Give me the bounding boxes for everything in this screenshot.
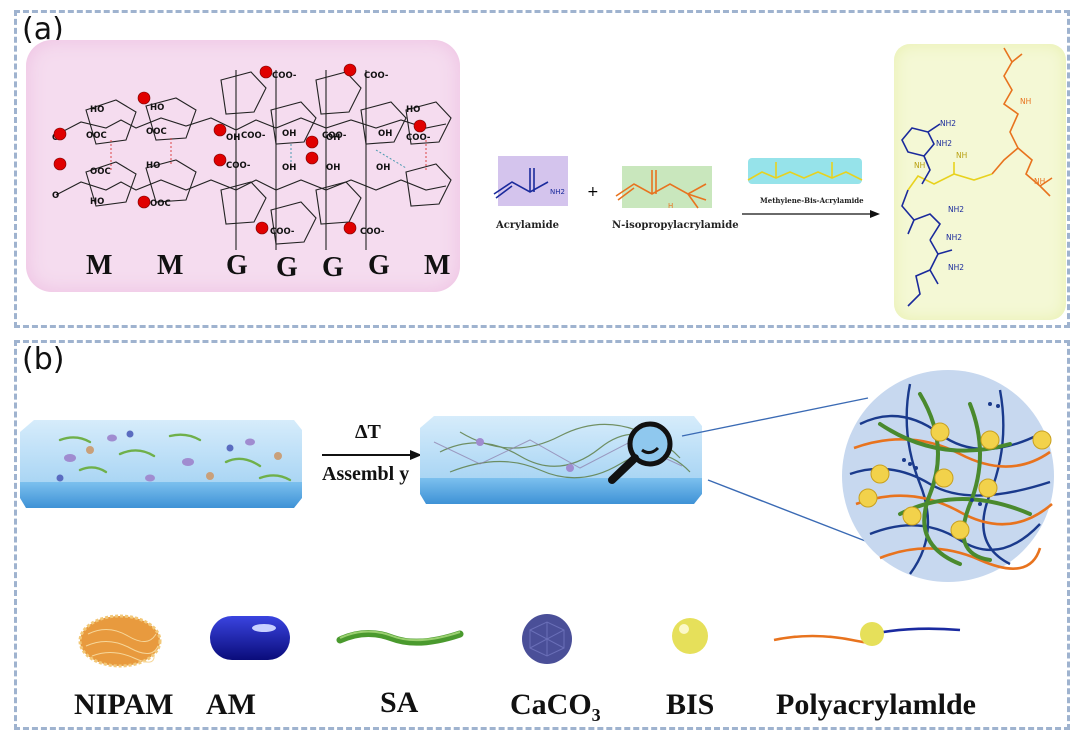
- arrow-assembly-label: Assembl y: [322, 463, 410, 485]
- seq-letter-5: G: [322, 252, 344, 283]
- magnifier-icon: [600, 418, 680, 488]
- seq-letter-7: M: [424, 250, 451, 281]
- svg-text:OOC: OOC: [90, 167, 111, 177]
- legend-icon-bis: [670, 616, 710, 656]
- svg-text:OH: OH: [282, 129, 296, 139]
- svg-text:COO-: COO-: [270, 227, 295, 237]
- svg-text:COO-: COO-: [272, 71, 297, 81]
- assembly-arrow: [322, 446, 422, 460]
- svg-text:OH: OH: [378, 129, 392, 139]
- legend-label-nipam: NIPAM: [74, 688, 174, 721]
- acrylamide-nh2-label: NH2: [550, 188, 565, 196]
- svg-text:HO: HO: [146, 161, 160, 171]
- arrow-delta-t-label: ΔT: [355, 421, 381, 443]
- acrylamide-label: Acrylamide: [496, 220, 559, 231]
- bis-label: Methylene-Bis-Acrylamide: [760, 196, 864, 205]
- product-nh2-2: NH2: [936, 139, 952, 148]
- legend-label-sa: SA: [380, 686, 419, 719]
- seq-letter-2: M: [157, 250, 184, 281]
- product-nh2-1: NH2: [940, 119, 956, 128]
- nipam-label: N-isopropylacrylamide: [612, 220, 739, 231]
- panel-b-frame: [14, 340, 1070, 730]
- svg-text:OOC: OOC: [86, 131, 107, 141]
- seq-letter-3: G: [226, 250, 248, 281]
- network-zoom-circle: [840, 364, 1056, 588]
- legend-icon-caco3: [520, 612, 574, 666]
- product-nh-4: NH: [914, 161, 925, 170]
- svg-text:HO: HO: [406, 105, 420, 115]
- svg-text:COO-: COO-: [364, 71, 389, 81]
- polymer-product-structure: NH2 NH2 NH2 NH2 NH2 NH NH NH NH: [894, 44, 1066, 320]
- panel-b-label: (b): [22, 342, 65, 377]
- svg-text:HO: HO: [90, 197, 104, 207]
- svg-text:OH: OH: [326, 163, 340, 173]
- svg-text:OH: OH: [226, 133, 240, 143]
- legend-label-caco3-sub: 3: [591, 705, 601, 725]
- product-nh-1: NH: [1020, 97, 1031, 106]
- svg-text:HO: HO: [150, 103, 164, 113]
- svg-text:OOC: OOC: [146, 127, 167, 137]
- product-nh2-4: NH2: [946, 233, 962, 242]
- svg-text:HO: HO: [90, 105, 104, 115]
- product-nh2-5: NH2: [948, 263, 964, 272]
- svg-text:COO-: COO-: [226, 161, 251, 171]
- legend-label-caco3: CaCO3: [510, 688, 601, 726]
- panel-a-frame: [14, 10, 1070, 328]
- legend-icon-nipam: [78, 614, 162, 668]
- svg-text:OH: OH: [376, 163, 390, 173]
- product-nh-2: NH: [1034, 177, 1045, 186]
- legend-label-bis: BIS: [666, 688, 715, 721]
- legend-icon-sa: [336, 620, 464, 650]
- zoom-lines: [680, 396, 870, 546]
- product-nh-3: NH: [956, 151, 967, 160]
- legend-label-caco3-main: CaCO: [510, 688, 592, 721]
- legend-label-pam: Polyacrylamlde: [776, 688, 976, 721]
- svg-text:OOC: OOC: [150, 199, 171, 209]
- seq-letter-1: M: [86, 250, 113, 281]
- svg-text:OH: OH: [326, 133, 340, 143]
- legend-icon-am: [208, 614, 292, 662]
- svg-text:COO-: COO-: [406, 133, 431, 143]
- seq-letter-6: G: [368, 250, 390, 281]
- bis-structure: [744, 154, 866, 194]
- seq-letter-4: G: [276, 252, 298, 283]
- plus-sign: +: [587, 184, 599, 200]
- reaction-arrow: [742, 204, 882, 218]
- product-nh2-3: NH2: [948, 205, 964, 214]
- nipam-structure: H: [612, 162, 722, 218]
- legend-label-am: AM: [206, 688, 256, 721]
- nipam-nh-label: H: [668, 202, 673, 210]
- svg-text:COO-: COO-: [322, 131, 347, 141]
- svg-text:COO-: COO-: [241, 131, 266, 141]
- pre-gel-block: [20, 414, 302, 510]
- acrylamide-structure: NH2: [490, 154, 576, 210]
- legend-icon-pam: [772, 620, 964, 654]
- svg-text:OH: OH: [282, 163, 296, 173]
- svg-text:COO-: COO-: [360, 227, 385, 237]
- svg-text:O: O: [52, 191, 59, 201]
